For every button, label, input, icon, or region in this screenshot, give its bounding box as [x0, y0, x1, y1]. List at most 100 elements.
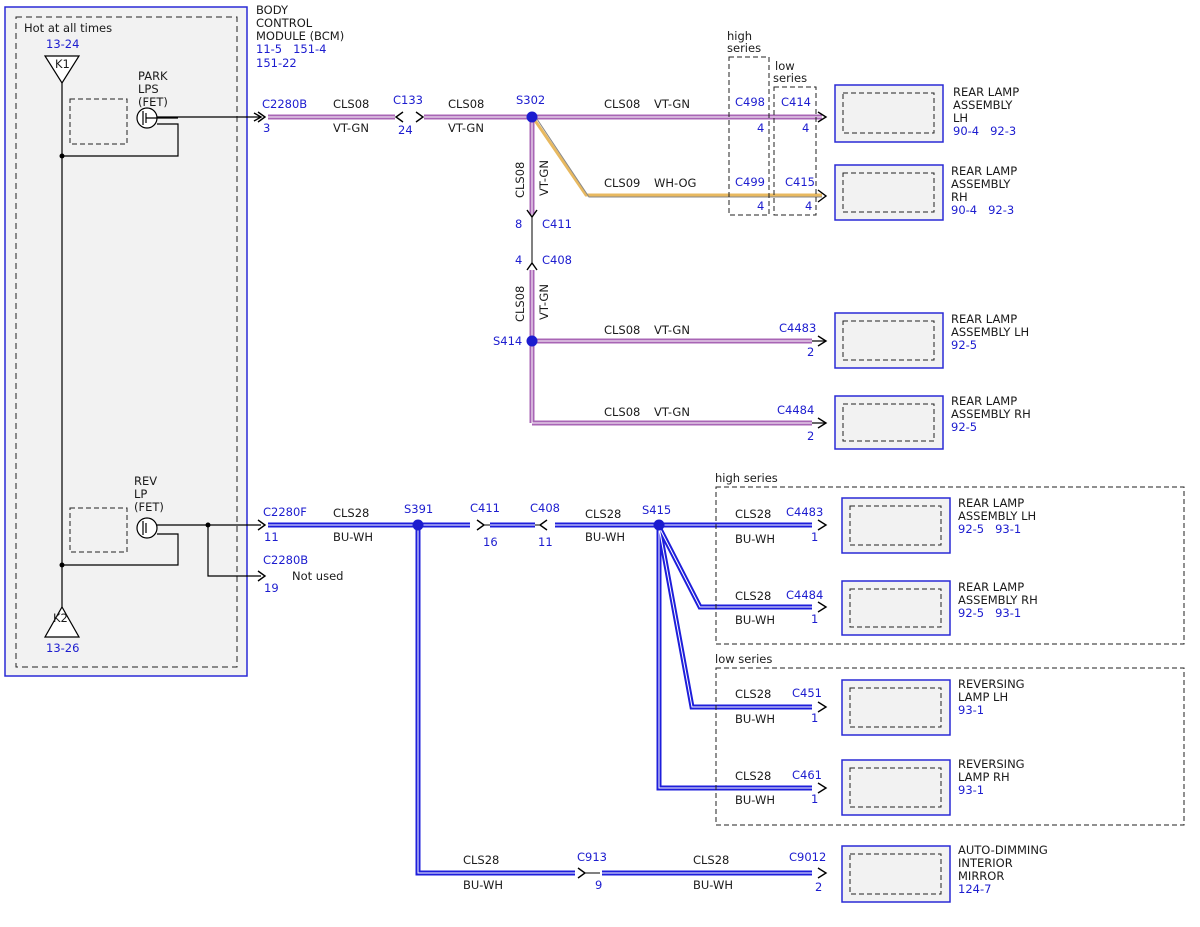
rear-lamp-rh-3-name-2: ASSEMBLY RH [958, 593, 1038, 607]
rear-lamp-lh-3-box [841, 497, 951, 554]
wire-circuit-label: CLS28 [735, 769, 771, 783]
wire-circuit-label: CLS08 [604, 405, 640, 419]
c9012-pin: 2 [815, 880, 822, 894]
park-label-2: LPS [138, 82, 159, 96]
rear-lamp-lh-ref: 90-4 92-3 [953, 124, 1016, 138]
reverse-lamp-circuit: high series low series C2280F 11 C2280B … [157, 471, 1185, 894]
park-label-3: (FET) [138, 95, 168, 109]
s391-splice [412, 519, 424, 531]
rev-high-series-label: high series [715, 471, 778, 485]
c4484-rev-label: C4484 [786, 588, 823, 602]
c2280b-pin: 3 [263, 121, 270, 135]
c4483-rev-pin: 1 [811, 530, 818, 544]
c415-connector-icon [817, 189, 828, 203]
wire-color-label: VT-GN [654, 405, 690, 419]
high-series-box [728, 56, 770, 216]
rear-lamp-lh-2-name-2: ASSEMBLY LH [951, 325, 1029, 339]
wire-circuit-label: CLS08 [333, 97, 369, 111]
c4483-rev-connector-icon [817, 519, 828, 531]
c133-pin: 24 [398, 123, 413, 137]
low-series-box [773, 86, 817, 216]
wire-circuit-label: CLS08 [513, 286, 527, 322]
c2280f-pin: 11 [264, 530, 279, 544]
k2-triangle-icon [43, 605, 81, 638]
c2280f-connector-icon [257, 519, 267, 531]
wire-circuit-label: CLS28 [735, 589, 771, 603]
wire-color-label: VT-GN [654, 323, 690, 337]
c411-rev-pin: 16 [483, 535, 498, 549]
c461-label: C461 [792, 768, 822, 782]
park-lamp-circuit: high series low series C2280B 3 CLS08 VT… [157, 29, 828, 443]
c913-label: C913 [577, 850, 607, 864]
rear-lamp-rh-2-box [834, 395, 944, 450]
wire-circuit-label: CLS28 [463, 853, 499, 867]
c415-label: C415 [785, 175, 815, 189]
rev-fet-icon [136, 517, 158, 539]
rear-lamp-lh-2-ref: 92-5 [951, 338, 977, 352]
c2280b-label: C2280B [262, 97, 307, 111]
c913-connector-icon [577, 867, 587, 879]
c2280b-rev-label: C2280B [263, 553, 308, 567]
k2-ref: 13-26 [46, 641, 79, 655]
reversing-lamp-lh-box [841, 679, 951, 736]
wire-color-label: BU-WH [735, 712, 775, 726]
mirror-ref: 124-7 [958, 882, 991, 896]
wire-circuit-label: CLS28 [735, 507, 771, 521]
mirror-name-3: MIRROR [958, 869, 1004, 883]
c408-rev-pin: 11 [538, 535, 553, 549]
s391-label: S391 [404, 502, 433, 516]
wire-circuit-label: CLS09 [604, 176, 640, 190]
wire-color-label: BU-WH [735, 793, 775, 807]
wire-circuit-label: CLS08 [604, 323, 640, 337]
c414-label: C414 [781, 95, 811, 109]
wire-color-label: BU-WH [735, 532, 775, 546]
hot-label: Hot at all times [24, 21, 112, 35]
c499-pin: 4 [757, 199, 764, 213]
c451-pin: 1 [811, 711, 818, 725]
high-series-label-2: series [727, 41, 761, 55]
c9012-label: C9012 [789, 850, 826, 864]
rear-lamp-rh-3-box [841, 580, 951, 636]
c414-connector-icon [817, 111, 828, 123]
bcm-ref-1: 11-5 151-4 [256, 42, 326, 56]
reversing-lamp-rh-box [841, 759, 951, 816]
rear-lamp-rh-box [834, 164, 944, 221]
c451-connector-icon [817, 701, 828, 713]
c411-rev-connector-icon [476, 519, 486, 531]
c913-pin: 9 [595, 878, 602, 892]
not-used-label: Not used [292, 569, 343, 583]
rev-label-1: REV [134, 474, 157, 488]
wire-color-label: VT-GN [654, 97, 690, 111]
whog-wire [532, 118, 822, 197]
rear-lamp-lh-3-name-1: REAR LAMP [958, 496, 1024, 510]
rear-lamp-lh-2-name-1: REAR LAMP [951, 312, 1017, 326]
low-series-label-2: series [773, 71, 807, 85]
c4483-park-label: C4483 [779, 321, 816, 335]
reversing-lamp-lh-name-1: REVERSING [958, 677, 1025, 691]
rev-high-series-box [715, 486, 1185, 645]
c4484-park-label: C4484 [777, 403, 814, 417]
wire-color-label: VT-GN [537, 160, 551, 196]
s415-splice [653, 519, 665, 531]
c461-pin: 1 [811, 792, 818, 806]
c411-rev-label: C411 [470, 501, 500, 515]
bcm-module: Hot at all times 13-24 K1 K2 13-26 PARK … [4, 6, 248, 677]
c4483-rev-label: C4483 [786, 505, 823, 519]
rear-lamp-rh-name-3: RH [951, 190, 968, 204]
c411-park-label: C411 [542, 217, 572, 231]
bcm-inner-box [15, 16, 238, 668]
c408-park-label: C408 [542, 253, 572, 267]
c2280b-rev-pin: 19 [264, 581, 279, 595]
wire-color-label: BU-WH [585, 530, 625, 544]
c133-label: C133 [393, 93, 423, 107]
rear-lamp-rh-2-ref: 92-5 [951, 420, 977, 434]
buwh-wires [268, 522, 812, 876]
rear-lamp-rh-3-ref: 92-5 93-1 [958, 606, 1021, 620]
wire-circuit-label: CLS28 [333, 506, 369, 520]
c133-connector-icon [394, 111, 404, 123]
s415-label: S415 [642, 503, 671, 517]
wire-color-label: BU-WH [735, 613, 775, 627]
c411-park-pin: 8 [515, 217, 522, 231]
c2280b-connector-icon [257, 111, 267, 123]
c498-pin: 4 [757, 121, 764, 135]
